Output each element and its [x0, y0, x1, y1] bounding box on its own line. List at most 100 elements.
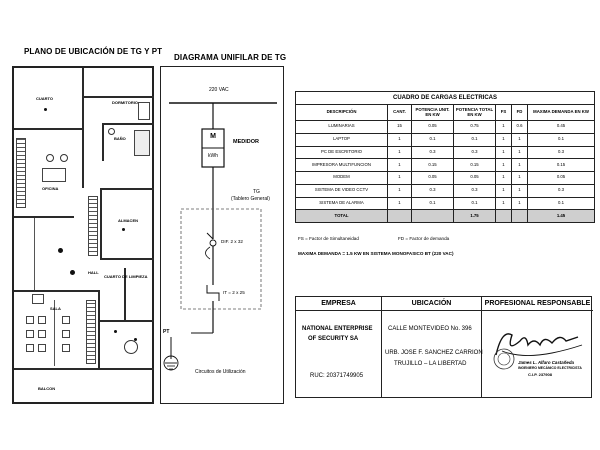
table-cell: 0.3	[411, 145, 454, 160]
table-cell: 1	[495, 158, 512, 172]
table-cell: 0.1	[411, 196, 454, 211]
board-label: TG	[253, 189, 260, 195]
header-cell: MAXIMA DEMANDA EN KW	[526, 104, 596, 121]
total-power: 1.75	[453, 209, 496, 223]
table-cell: MODEM	[295, 171, 388, 185]
table-cell: 1	[495, 145, 512, 160]
ubicacion-column: UBICACIÓN CALLE MONTEVIDEO No. 396 URB. …	[382, 297, 483, 397]
ubicacion-header: UBICACIÓN	[382, 297, 481, 311]
breaker-label: IT = 2 x 25	[223, 290, 245, 295]
address-line2: URB. JOSE F. SANCHEZ CARRION	[385, 350, 483, 356]
table-cell: 0.1	[453, 132, 496, 147]
engineer-name: James L. Alfaro Castañeda	[518, 360, 574, 365]
table-cell: LAPTOP	[295, 132, 388, 147]
table-cell: 1	[495, 171, 512, 185]
table-cell: 15	[387, 120, 412, 134]
table-cell: 0.3	[453, 145, 496, 160]
table-cell: 0.05	[453, 171, 496, 185]
table-cell: 0.3	[411, 183, 454, 198]
room-cuarto: CUARTO	[36, 96, 54, 101]
signature-image	[493, 333, 583, 370]
table-row: LUMINARIAS 15 0.05 0.75 1 0.6 0.45	[295, 120, 596, 134]
table-cell: 0.75	[453, 120, 496, 134]
title-block: EMPRESA NATIONAL ENTERPRISE OF SECURITY …	[295, 296, 593, 398]
meter-symbol: M	[210, 133, 216, 140]
table-cell: 1	[387, 145, 412, 160]
meter-label: MEDIDOR	[233, 139, 259, 145]
table-cell: 0.45	[526, 120, 596, 134]
diagram-title: DIAGRAMA UNIFILAR DE TG	[174, 53, 287, 62]
board-label-full: (Tablero General)	[231, 196, 270, 202]
table-cell: 0.3	[526, 183, 596, 198]
table-cell: 0.15	[453, 158, 496, 172]
diagram-drawing	[163, 102, 277, 371]
table-cell: LUMINARIAS	[295, 120, 388, 134]
table-cell: 1	[511, 183, 528, 198]
table-cell: 0.05	[411, 120, 454, 134]
table-cell: 1	[511, 196, 528, 211]
circuits-label: Circuitos de Utilización	[195, 369, 246, 375]
table-cell: 1	[495, 120, 512, 134]
table-cell: 1	[495, 196, 512, 211]
room-oficina: OFICINA	[42, 186, 59, 191]
empresa-header: EMPRESA	[296, 297, 381, 311]
profesional-header: PROFESIONAL RESPONSABLE	[482, 297, 593, 311]
header-cell: POTENCIA UNIT. EN KW	[411, 104, 454, 121]
table-cell: 0.15	[411, 158, 454, 172]
table-cell: 1	[495, 132, 512, 147]
table-cell: 0.05	[411, 171, 454, 185]
empresa-column: EMPRESA NATIONAL ENTERPRISE OF SECURITY …	[296, 297, 382, 397]
table-cell: 1	[511, 158, 528, 172]
header-cell: CANT.	[387, 104, 412, 121]
room-cuarto-limpieza: CUARTO DE LIMPIEZA	[104, 274, 148, 279]
table-cell: 1	[511, 145, 528, 160]
table-cell: IMPRESORA MULTIFUNCION	[295, 158, 388, 172]
engineer-title: INGENIERO MECÁNICO ELECTRICISTA	[518, 366, 582, 370]
table-row: SISTEMA DE VIDEO CCTV 1 0.3 0.3 1 1 0.3	[295, 183, 596, 198]
table-row: LAPTOP 1 0.1 0.1 1 1 0.1	[295, 132, 596, 147]
table-cell: 1	[387, 196, 412, 211]
table-cell: PC DE ESCRITORIO	[295, 145, 388, 160]
table-row: IMPRESORA MULTIFUNCION 1 0.15 0.15 1 1 0…	[295, 158, 596, 172]
load-table: CUADRO DE CARGAS ELECTRICAS DESCRIPCIÓN …	[294, 91, 596, 223]
table-cell: 0.1	[526, 196, 596, 211]
meter-unit: kWh	[208, 153, 218, 159]
single-line-diagram: 220 VAC M kWh MEDIDOR TG (Tablero Genera…	[160, 66, 284, 404]
company-name-line1: NATIONAL ENTERPRISE	[302, 326, 373, 332]
table-cell: 0.1	[526, 132, 596, 147]
load-table-title: CUADRO DE CARGAS ELECTRICAS	[294, 91, 596, 105]
differential-label: DIF. 2 x 32	[221, 239, 243, 244]
table-cell: 0.15	[526, 158, 596, 172]
table-cell: 1	[387, 158, 412, 172]
company-ruc: RUC: 20371749905	[310, 373, 364, 379]
table-cell: 1	[387, 171, 412, 185]
company-name-line2: OF SECURITY SA	[308, 336, 359, 342]
table-cell: 0.3	[526, 145, 596, 160]
table-cell: 1	[387, 183, 412, 198]
address-line1: CALLE MONTEVIDEO No. 396	[388, 326, 472, 332]
header-cell: POTENCIA TOTAL EN KW	[453, 104, 496, 121]
header-cell: FS	[495, 104, 512, 121]
total-label: TOTAL	[295, 209, 388, 223]
load-table-header: DESCRIPCIÓN CANT. POTENCIA UNIT. EN KW P…	[295, 104, 596, 121]
table-row: SISTEMA DE ALARMA 1 0.1 0.1 1 1 0.1	[295, 196, 596, 211]
voltage-label: 220 VAC	[209, 87, 229, 93]
header-cell: FD	[511, 104, 528, 121]
header-cell: DESCRIPCIÓN	[295, 104, 388, 121]
ground-label: PT	[163, 329, 170, 335]
total-demand: 1.45	[526, 209, 596, 223]
floor-plan: CUARTO DORMITORIO BAÑO OFICINA ALMACEN C…	[12, 66, 154, 404]
room-bano: BAÑO	[114, 136, 126, 141]
room-hall: HALL	[88, 270, 99, 275]
note-max-demand: MAXIMA DEMANDA = 1.5 KW EN SISTEMA MONOF…	[298, 251, 454, 256]
table-cell: SISTEMA DE VIDEO CCTV	[295, 183, 388, 198]
table-cell: 1	[387, 132, 412, 147]
table-cell: 0.1	[453, 196, 496, 211]
table-cell: 1	[511, 132, 528, 147]
room-almacen: ALMACEN	[118, 218, 138, 223]
plan-title: PLANO DE UBICACIÓN DE TG Y PT	[24, 47, 163, 56]
table-cell: 1	[495, 183, 512, 198]
table-cell: 0.1	[411, 132, 454, 147]
table-cell: 0.05	[526, 171, 596, 185]
room-sala: SALA	[50, 306, 61, 311]
